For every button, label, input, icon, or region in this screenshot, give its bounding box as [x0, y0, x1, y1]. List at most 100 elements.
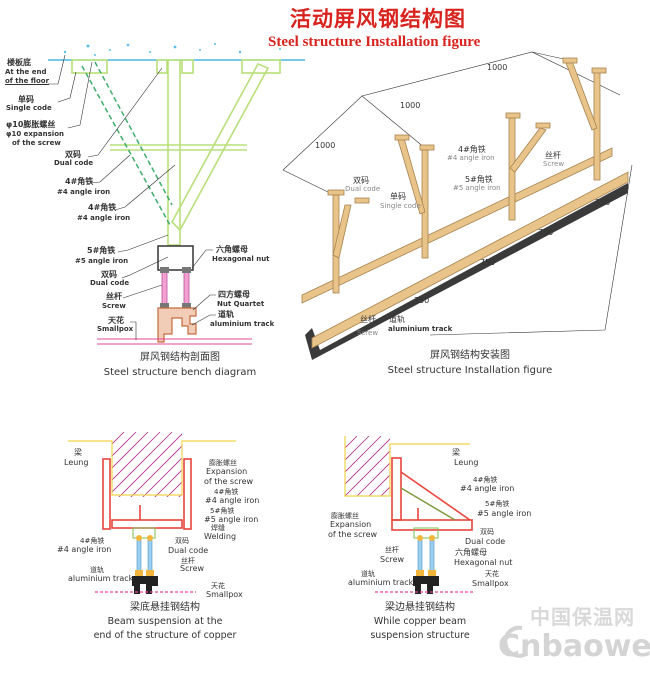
concrete-hatch-line: [373, 436, 453, 516]
dim-1000: 1000: [487, 63, 508, 72]
label-track-en: aluminium track: [210, 320, 275, 328]
label-ceiling-en: Smallpox: [206, 590, 243, 599]
label-hexnut-en: Hexagonal nut: [212, 255, 270, 263]
concrete-hatch-line: [154, 469, 182, 497]
beam-side-drawing: [344, 436, 475, 594]
label-screw-cn: 丝杆: [181, 557, 195, 565]
label-dual-en: Dual code: [54, 159, 94, 167]
label-weld-cn: 焊缝: [211, 524, 225, 532]
label-angle5-cn: 5#角铁: [87, 246, 116, 255]
section-caption-en: Steel structure bench diagram: [103, 367, 257, 378]
label-exp-cn: 膨胀螺丝: [209, 459, 237, 467]
label-ceiling-en: Smallpox: [472, 579, 509, 588]
label-sqnut-cn: 四方螺母: [218, 290, 250, 299]
label-beam-cn: 梁: [74, 448, 82, 457]
label-dual2-cn: 双码: [101, 270, 117, 279]
label-screw-en: Screw: [357, 329, 379, 337]
label-ceiling-cn: 天花: [485, 570, 499, 578]
label-screw-top-en: Screw: [543, 160, 565, 168]
label-hexnut-en: Hexagonal nut: [454, 558, 513, 567]
beam-side-caption-en1: While copper beam: [373, 616, 467, 627]
concrete-hatch-line: [345, 436, 370, 461]
label-track-cn: 道轨: [389, 315, 405, 324]
concrete-hatch-line: [345, 450, 390, 496]
label-single-cn: 单码: [18, 95, 34, 104]
watermark-cn: 中国保温网: [530, 605, 635, 629]
concrete-hatch-line: [345, 436, 382, 473]
label-angle5-en: #5 angle iron: [75, 257, 129, 265]
concrete-hatch-line: [112, 432, 113, 433]
label-ceiling-cn: 天花: [211, 582, 225, 590]
concrete-hatch-line: [112, 432, 137, 457]
label-dual-en: Dual code: [345, 185, 381, 193]
label-angle4r-en: #4 angle iron: [205, 496, 260, 505]
beam-bottom-caption-cn: 梁底悬挂钢结构: [130, 602, 200, 613]
label-angle5-cn: 5#角铁: [465, 175, 493, 184]
label-dual-cn: 双码: [480, 528, 494, 536]
section-diagram-drawing: [48, 43, 305, 345]
label-screw-cn: 丝杆: [106, 292, 122, 301]
label-hexnut-cn: 六角螺母: [216, 245, 248, 254]
concrete-hatch-line: [130, 445, 182, 497]
label-screw-cn: 丝杆: [385, 546, 399, 554]
dim-750: 750: [414, 296, 430, 305]
concrete-hatch-line: [112, 432, 149, 469]
label-exp-en2: of the screw: [328, 530, 378, 539]
label-dual2-en: Dual code: [90, 279, 130, 287]
label-angle4l-en: #4 angle iron: [57, 545, 112, 554]
label-angle4a-cn: 4#角铁: [65, 177, 94, 186]
concrete-hatch-line: [112, 432, 173, 493]
label-angle5-en: #5 angle iron: [453, 184, 501, 192]
label-exp-en2: of the screw: [12, 139, 61, 147]
label-beam-en: Leung: [64, 458, 89, 467]
label-angle4-en: #4 angle iron: [447, 154, 495, 162]
dim-750: 750: [480, 258, 496, 267]
watermark-en: Cnbaowen: [498, 629, 650, 664]
concrete-hatch-line: [356, 462, 390, 496]
label-track-cn: 道轨: [90, 566, 104, 574]
beam-bottom-drawing: [68, 432, 236, 594]
label-track-cn: 道轨: [218, 310, 234, 319]
label-hexnut-cn: 六角螺母: [455, 548, 487, 557]
label-exp-en1: φ10 expansion: [6, 130, 64, 138]
label-screw-en: Screw: [380, 555, 405, 564]
label-dual-cn: 双码: [353, 176, 369, 185]
label-track-en: aluminium track: [388, 325, 453, 333]
beam-side-caption-en2: suspension structure: [370, 630, 470, 641]
label-dual-en: Dual code: [465, 537, 506, 546]
section-caption-cn: 屏风钢结构剖面图: [140, 352, 220, 363]
label-ceiling-cn: 天花: [108, 316, 124, 325]
dim-1000: 1000: [315, 141, 336, 150]
concrete-hatch-line: [345, 438, 390, 485]
label-angle4r-cn: 4#角铁: [214, 488, 239, 496]
concrete-hatch-line: [118, 433, 182, 497]
label-angle5-en: #5 angle iron: [204, 515, 259, 524]
label-angle4-en: #4 angle iron: [460, 484, 515, 493]
label-dual-cn: 双码: [175, 537, 189, 545]
label-exp-en1: Expansion: [330, 520, 372, 529]
concrete-hatch-line: [112, 432, 161, 481]
label-weld-en: Welding: [204, 532, 237, 541]
watermark-logo-icon: [503, 625, 527, 658]
dim-1000: 1000: [400, 101, 421, 110]
label-sqnut-en: Nut Quartet: [217, 300, 265, 308]
concrete-hatch-line: [142, 457, 182, 497]
beam-bottom-caption-en2: end of the structure of copper: [93, 630, 237, 641]
label-screw-top-cn: 丝杆: [545, 151, 561, 160]
label-screw-en: Screw: [180, 564, 205, 573]
label-angle4b-en: #4 angle iron: [77, 214, 131, 222]
label-floor-en2: of the floor: [5, 77, 50, 85]
label-angle4-cn: 4#角铁: [473, 476, 498, 484]
label-angle5-cn: 5#角铁: [485, 500, 510, 508]
floor-concrete-dots: [63, 43, 281, 56]
label-ceiling-en: Smallpox: [97, 325, 134, 333]
label-angle5-en: #5 angle iron: [477, 509, 532, 518]
label-dual-cn: 双码: [65, 150, 81, 159]
install-caption-en: Steel structure Installation figure: [387, 365, 553, 376]
label-dual-en: Dual code: [168, 546, 209, 555]
label-track-en: aluminium track: [348, 578, 414, 587]
concrete-hatch-line: [368, 474, 390, 496]
label-track-cn: 道轨: [361, 570, 375, 578]
